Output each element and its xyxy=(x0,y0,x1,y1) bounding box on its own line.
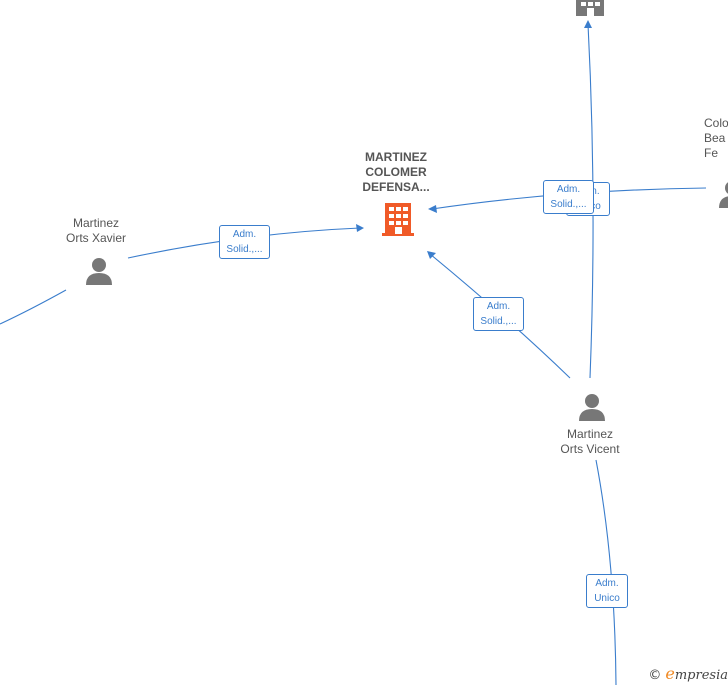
person-icon[interactable] xyxy=(719,181,728,208)
empresia-logo-initial: e xyxy=(665,664,675,683)
copyright-symbol: © xyxy=(648,668,662,683)
person-name-label[interactable]: Colo Bea Fe xyxy=(704,116,728,160)
relation-label[interactable]: Adm. Solid.,... xyxy=(219,225,270,259)
person-icon[interactable] xyxy=(86,258,112,285)
relation-label[interactable]: Adm. Solid.,... xyxy=(543,180,594,214)
arrow-colomer-to-company xyxy=(428,205,437,213)
edge-vicent-to-bottom xyxy=(595,459,617,685)
relation-label[interactable]: Adm. Unico xyxy=(586,574,628,608)
person-name-label[interactable]: Martinez Orts Vicent xyxy=(560,427,620,456)
empresia-logo-text: mpresia xyxy=(674,668,728,683)
building-icon[interactable] xyxy=(382,203,414,236)
arrow-vicent-to-top-company xyxy=(584,20,592,28)
edge-xavier-offscreen xyxy=(0,289,67,325)
company-name-label[interactable]: MARTINEZ COLOMER DEFENSA... xyxy=(362,150,430,194)
person-name-label[interactable]: Martinez Orts Xavier xyxy=(65,216,126,245)
arrow-xavier-to-company xyxy=(356,224,364,232)
empresia-watermark: ©empresia xyxy=(648,664,728,683)
arrow-vicent-to-company xyxy=(427,251,436,259)
building-icon[interactable] xyxy=(576,0,604,16)
relation-label[interactable]: Adm. Solid.,... xyxy=(473,297,524,331)
person-icon[interactable] xyxy=(579,394,605,421)
